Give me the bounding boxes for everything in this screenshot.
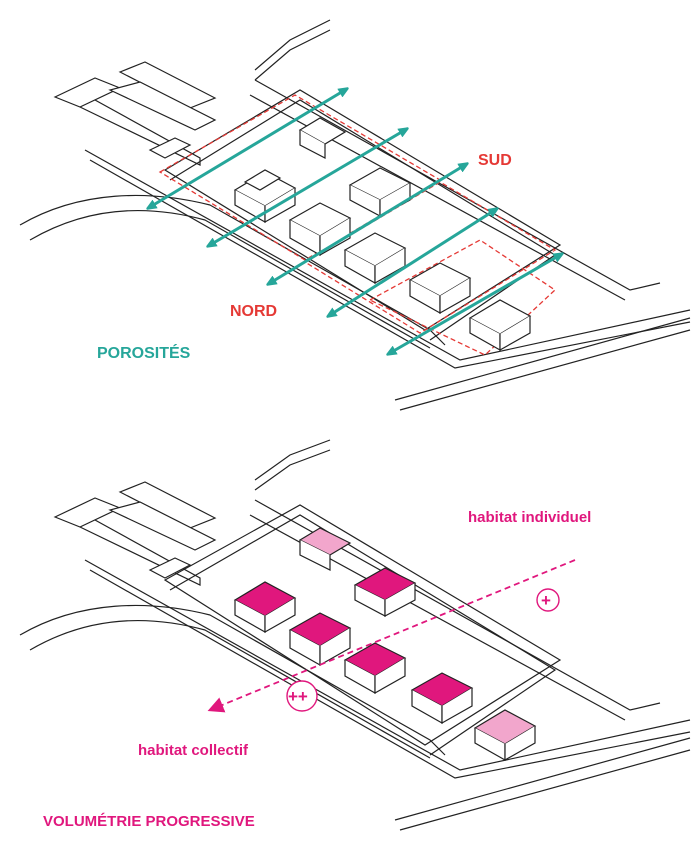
neighbour-buildings <box>53 61 217 166</box>
building-block-icon <box>233 527 537 762</box>
plus-symbol: + <box>541 591 551 610</box>
plus-plus-symbol: ++ <box>288 687 308 706</box>
neighbour-buildings-bottom <box>53 481 217 586</box>
habitat-collectif-label: habitat collectif <box>138 742 249 759</box>
volumetrie-diagram <box>19 439 691 831</box>
porosites-title: POROSITÉS <box>97 343 191 362</box>
road-lines-bottom <box>19 439 691 831</box>
dashed-arrow-icon <box>207 559 576 713</box>
porosites-diagram <box>19 19 691 411</box>
site-outline-bottom <box>163 504 562 746</box>
south-label: SUD <box>478 152 512 169</box>
double-arrow-icon <box>150 90 560 353</box>
circled-plus-icon <box>286 588 560 712</box>
habitat-individuel-label: habitat individuel <box>468 509 591 526</box>
north-label: NORD <box>230 303 277 320</box>
volumetrie-title: VOLUMÉTRIE PROGRESSIVE <box>43 813 255 830</box>
